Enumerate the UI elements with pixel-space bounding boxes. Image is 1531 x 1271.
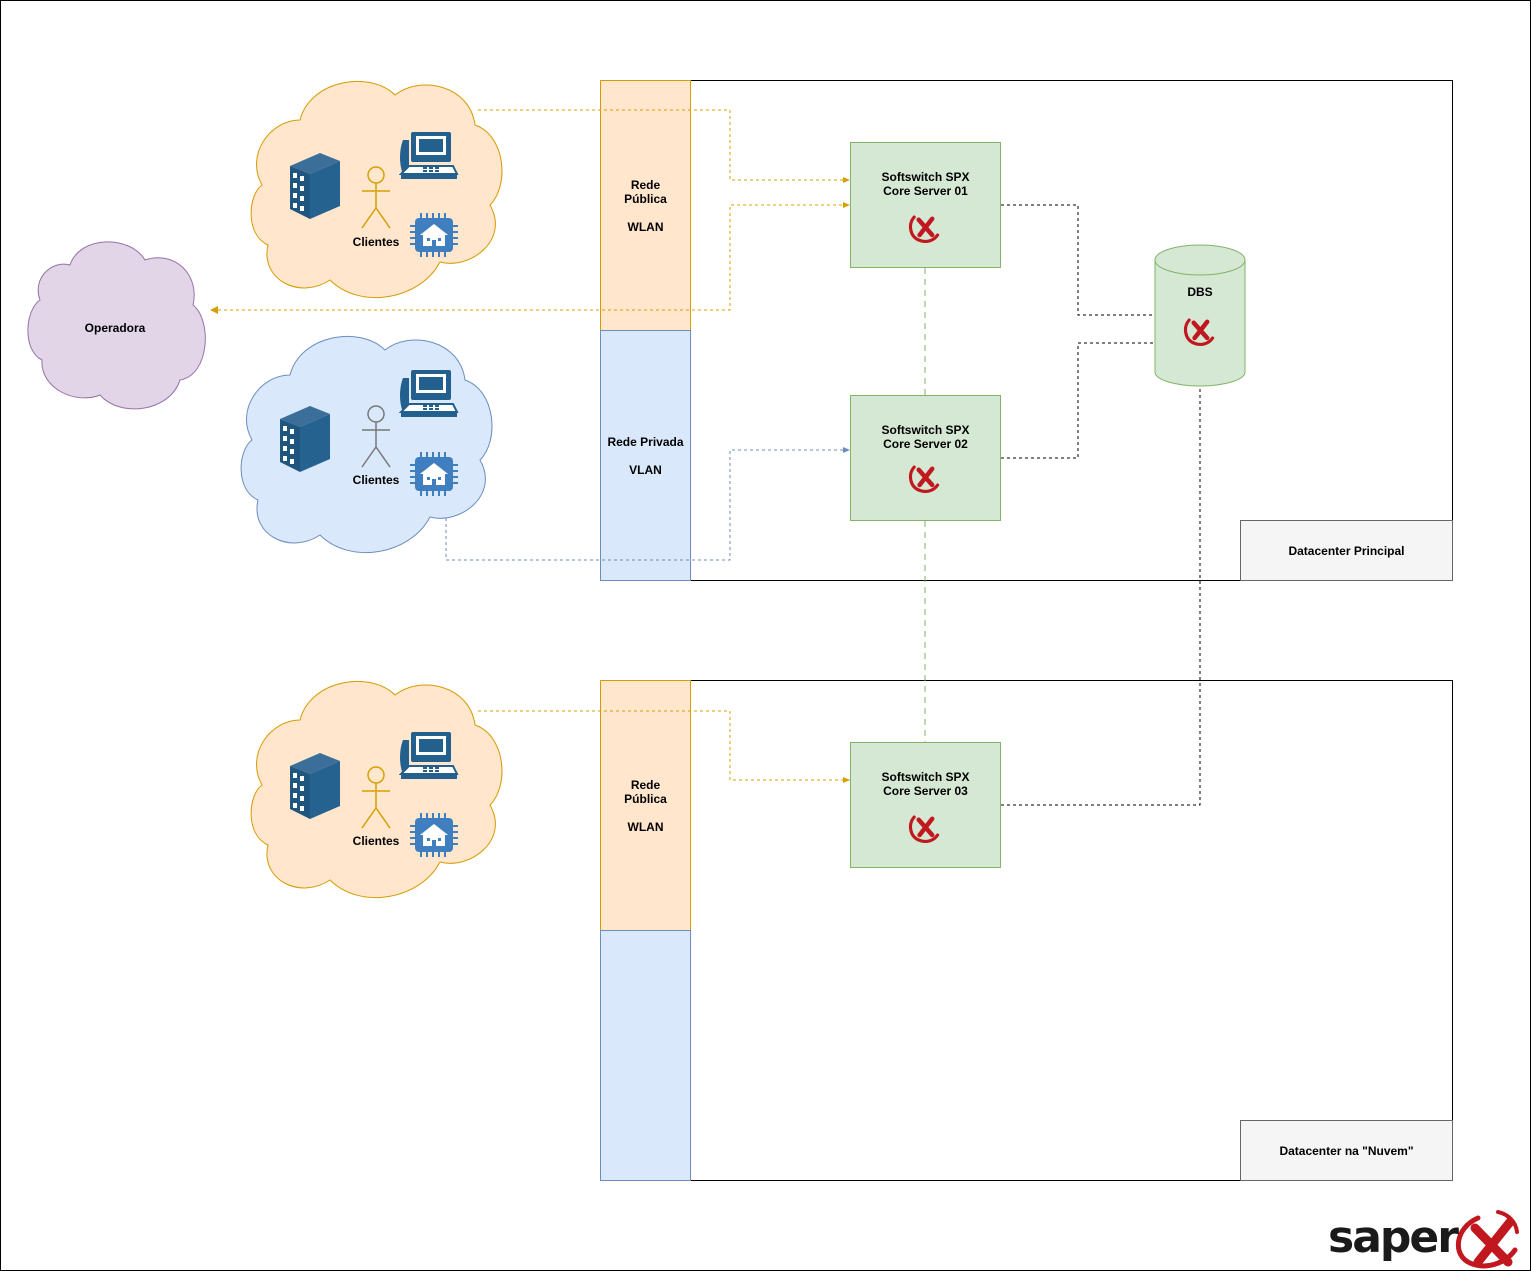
cloud-clientes-2 [240,335,493,554]
server-02-label: Softswitch SPX Core Server 02 [881,423,970,451]
vlan-privada-1: Rede Privada VLAN [600,330,691,581]
datacenter-principal [690,80,1453,581]
server-01-label: Softswitch SPX Core Server 01 [881,170,970,198]
server-01 [850,142,1001,268]
link-server02-dbs [1001,342,1155,459]
vlan-publica-1: Rede Pública WLAN [600,80,691,331]
saperx-logo-icon [911,817,938,841]
cloud-clientes-2-label: Clientes [352,473,400,487]
building-icon [290,153,340,219]
smart-home-chip-icon [410,813,458,857]
vlan-privada-2 [600,930,691,1181]
link-server03-dbs [1001,386,1201,806]
vlan-publica-2: Rede Pública WLAN [600,680,691,931]
saperx-logo-icon [911,217,938,241]
cloud-clientes-3-label: Clientes [352,834,400,848]
link-clientes3-server03 [478,710,850,783]
server-03 [850,742,1001,868]
datacenter-nuvem [690,680,1453,1181]
building-icon [280,406,330,472]
link-clientes2-server02 [445,447,850,561]
building-icon [290,753,340,819]
datacenter-principal-label: Datacenter Principal [1240,520,1453,581]
saperx-brand-icon [1455,1210,1519,1269]
cloud-operadora [27,241,206,410]
server-03-label: Softswitch SPX Core Server 03 [881,770,970,798]
link-clientes1-server01 [478,109,850,183]
cloud-clientes-1-label: Clientes [352,235,400,249]
saperx-logo-icon [911,467,938,491]
database-dbs [1154,244,1246,387]
datacenter-nuvem-label: Datacenter na "Nuvem" [1240,1120,1453,1181]
cloud-operadora-label: Operadora [84,321,146,335]
database-label: DBS [1187,285,1213,299]
saper-wordmark: saper [1328,1212,1459,1263]
link-server01-dbs [1001,204,1155,316]
server-02 [850,395,1001,521]
link-operadora-server01 [212,202,850,311]
smart-home-chip-icon [410,213,458,257]
smart-home-chip-icon [410,452,458,496]
